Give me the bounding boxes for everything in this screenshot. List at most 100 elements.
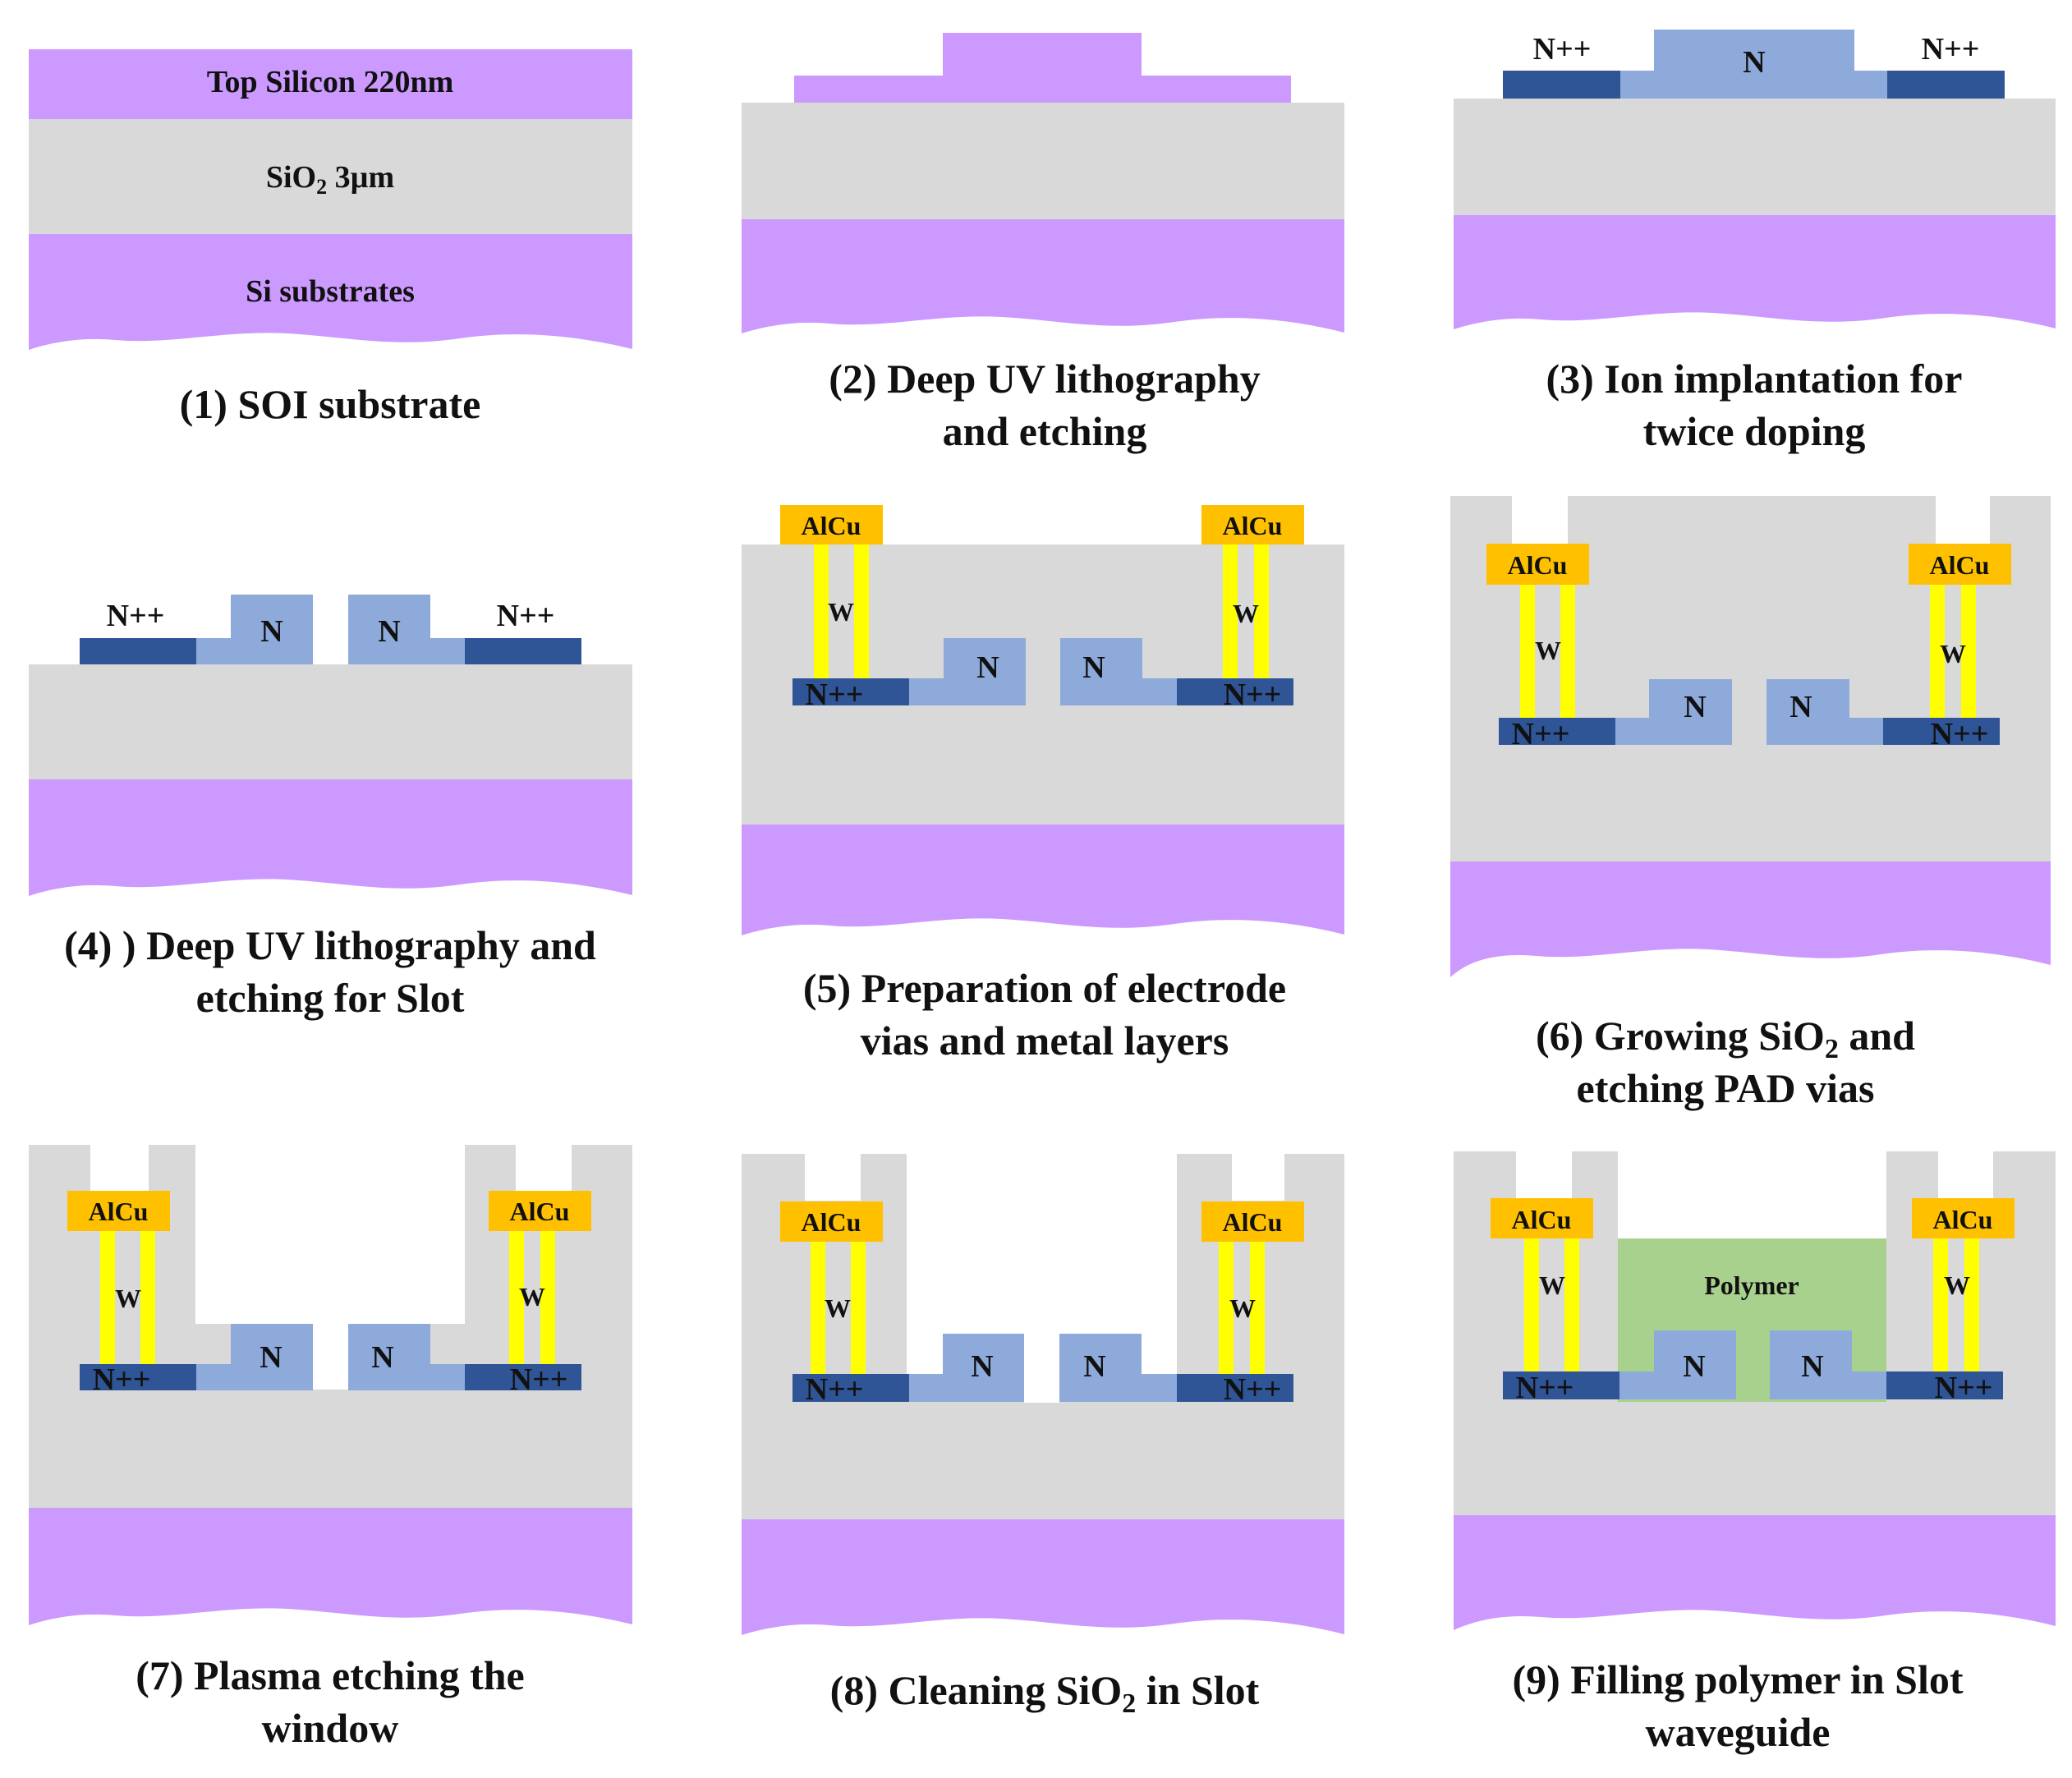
w-via-right-1 [1930, 584, 1945, 718]
npp-label-left: N++ [1516, 1371, 1574, 1405]
w-via-right-1 [1219, 1241, 1234, 1374]
npp-region-left [1503, 1371, 1619, 1399]
n-ridge-right [1059, 1334, 1142, 1376]
npp-region-right [1887, 71, 2005, 99]
n-slab-right [1766, 718, 1883, 745]
alcu-label-left: AlCu [802, 511, 861, 540]
oxide-layer [29, 119, 632, 234]
n-label-right: N [1082, 650, 1105, 685]
panel-step-3: N++ N N++ [1454, 30, 2056, 329]
w-via-right-2 [1961, 584, 1976, 718]
rib-slab [794, 76, 1291, 103]
si-substrate-layer [29, 1508, 632, 1625]
n-label-right: N [378, 614, 400, 649]
w-via-left-1 [100, 1231, 115, 1364]
panel-step-9: AlCu AlCu W W Polymer N++ N N N++ [1454, 1151, 2056, 1630]
npp-label-right: N++ [1935, 1371, 1993, 1405]
caption-step-6-line-1: (6) Growing SiO2 and [1536, 1013, 1915, 1064]
sio2-label: SiO2 3µm [266, 160, 394, 199]
n-slab-right [348, 1364, 465, 1390]
alcu-label-right: AlCu [510, 1197, 570, 1226]
caption-step-4-line-2: etching for Slot [196, 975, 465, 1021]
n-slab-left [1619, 1371, 1736, 1399]
si-substrate-layer [29, 234, 632, 350]
w-via-left-2 [851, 1241, 866, 1374]
npp-label-left: N++ [1512, 717, 1570, 751]
caption-step-2-line-2: and etching [943, 408, 1147, 454]
caption-step-2-line-1: (2) Deep UV lithography [829, 356, 1260, 402]
alcu-pad-left [1486, 544, 1589, 585]
caption-step-3-line-1: (3) Ion implantation for [1546, 356, 1963, 402]
w-via-left-2 [140, 1231, 155, 1364]
caption-step-7-line-2: window [262, 1705, 399, 1751]
si-substrate-layer [1450, 861, 2051, 977]
oxide-layer [1450, 496, 2051, 861]
n-ridge [1654, 30, 1854, 72]
w-via-left-1 [814, 544, 829, 678]
n-slab-left [909, 678, 1026, 705]
n-ridge-left [231, 1324, 313, 1366]
w-label-left: W [1539, 1270, 1565, 1300]
caption-step-5-line-2: vias and metal layers [861, 1018, 1229, 1064]
n-ridge-left [944, 638, 1026, 680]
alcu-pad-right [1912, 1198, 2015, 1238]
w-label-right: W [1229, 1293, 1256, 1323]
n-slab-right [1059, 1374, 1177, 1402]
n-ridge-left [1654, 1330, 1736, 1373]
npp-region-left [80, 1364, 196, 1390]
panel-step-6: AlCu AlCu W W N++ N N N++ [1450, 496, 2051, 977]
w-via-right-2 [1254, 544, 1269, 678]
caption-step-7-line-1: (7) Plasma etching the [136, 1652, 525, 1698]
caption-step-4-line-1: (4) ) Deep UV lithography and [64, 922, 596, 968]
w-via-left-1 [1520, 584, 1535, 718]
npp-label-left: N++ [806, 678, 864, 712]
w-label-right: W [1233, 599, 1259, 628]
caption-step-3-line-2: twice doping [1643, 408, 1866, 454]
w-label-left: W [115, 1284, 141, 1313]
oxide-layer [29, 664, 632, 779]
n-ridge-right [348, 1324, 430, 1366]
npp-region-left [793, 678, 909, 705]
npp-region-left [1503, 71, 1620, 99]
npp-label-right: N++ [1931, 717, 1989, 751]
w-label-right: W [1944, 1270, 1970, 1300]
panel-step-1: Top Silicon 220nm SiO2 3µm Si substrates [29, 49, 632, 350]
n-label-left: N [971, 1349, 993, 1384]
alcu-label-right: AlCu [1933, 1205, 1993, 1234]
w-label-right: W [519, 1282, 545, 1312]
caption-step-6-line-2: etching PAD vias [1577, 1065, 1875, 1111]
n-bridge-cut [313, 1324, 348, 1390]
alcu-pad-right [1201, 505, 1304, 544]
panel-step-2 [742, 33, 1344, 333]
alcu-pad-left [1491, 1198, 1593, 1238]
panel-step-4: N++ N N N++ [29, 595, 632, 896]
n-slab-left [909, 1374, 1024, 1402]
n-slab [1620, 71, 1887, 99]
w-label-left: W [1535, 636, 1561, 665]
npp-region-left [793, 1374, 909, 1402]
top-silicon-label: Top Silicon 220nm [207, 65, 454, 99]
npp-region-right [465, 638, 581, 664]
caption-step-9-line-1: (9) Filling polymer in Slot [1512, 1656, 1963, 1702]
npp-label-right: N++ [1224, 1372, 1282, 1407]
n-label-right: N [1801, 1349, 1823, 1384]
npp-label-left: N++ [806, 1372, 864, 1407]
oxide-layer [742, 1154, 1344, 1519]
npp-region-right [1177, 1374, 1293, 1402]
alcu-label-left: AlCu [1508, 550, 1568, 580]
alcu-pad-right [489, 1191, 591, 1231]
npp-label-right: N++ [1224, 678, 1282, 712]
alcu-pad-right [1201, 1201, 1304, 1242]
n-slab-left [196, 1364, 313, 1390]
n-ridge-left [1649, 679, 1732, 719]
si-substrate-layer [742, 825, 1344, 935]
n-ridge-left [231, 595, 313, 640]
n-ridge-right [1770, 1330, 1852, 1373]
alcu-pad-left [780, 1201, 883, 1242]
oxide-layer [1454, 99, 2056, 215]
w-via-right-1 [1933, 1238, 1948, 1371]
si-substrate-label: Si substrates [246, 274, 415, 309]
caption-step-8: (8) Cleaning SiO2 in Slot [830, 1667, 1260, 1719]
w-label-left: W [828, 597, 854, 627]
